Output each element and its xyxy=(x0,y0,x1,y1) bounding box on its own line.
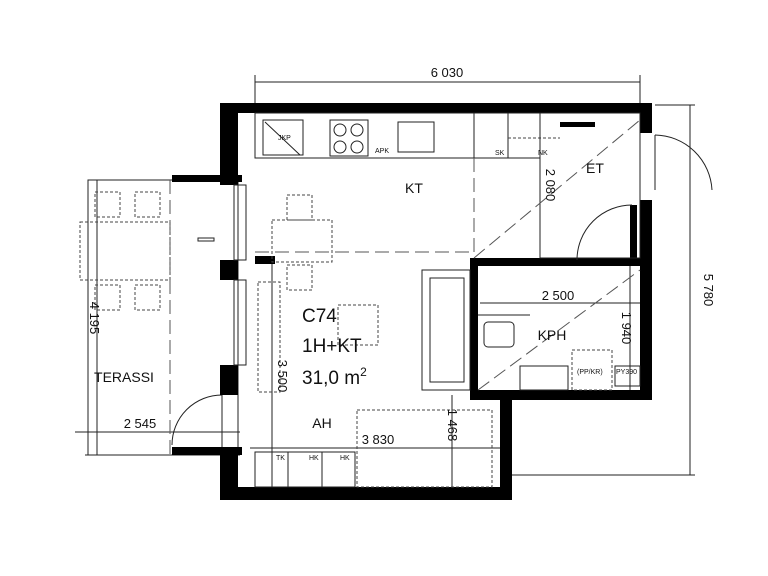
dimension-lines xyxy=(75,75,695,490)
room-label-terrace: TERASSI xyxy=(94,369,154,385)
room-label-kitchen: KT xyxy=(405,180,423,196)
kitchen-counter xyxy=(254,112,713,291)
fixture-hk-2: HK xyxy=(340,455,350,462)
dimension-living-width: 3 830 xyxy=(362,432,395,447)
dimension-terrace-width: 2 545 xyxy=(124,416,157,431)
fixture-fridge: JKP xyxy=(278,135,291,142)
dimension-entry-length: 2 080 xyxy=(543,169,558,202)
dimension-bath-depth: 1 940 xyxy=(619,312,634,345)
room-label-living: AH xyxy=(312,415,331,431)
fixture-ppkr: (PP/KR) xyxy=(577,369,603,376)
dimension-terrace-depth: 4 195 xyxy=(87,302,102,335)
walls xyxy=(172,103,652,500)
terrace xyxy=(79,179,239,456)
fixture-py: PY390 xyxy=(616,369,637,376)
dimension-bed-width: 1 468 xyxy=(445,409,460,442)
room-label-bathroom: KPH xyxy=(538,327,567,343)
apartment-type: 1H+KT xyxy=(302,336,362,357)
apartment-area: 31,0 m2 xyxy=(302,365,367,389)
fixture-hk-1: HK xyxy=(309,455,319,462)
apartment-code: C74 xyxy=(302,306,337,327)
dimension-living-depth: 3 500 xyxy=(275,360,290,393)
dimension-bath-width: 2 500 xyxy=(542,288,575,303)
fixture-tk: TK xyxy=(276,455,285,462)
dimension-total-width: 6 030 xyxy=(431,65,464,80)
living-furniture xyxy=(254,269,493,488)
dimension-total-depth: 5 780 xyxy=(701,274,716,307)
room-label-entry: ET xyxy=(586,160,604,176)
fixture-dishwasher: APK xyxy=(375,148,389,155)
fixture-sk: SK xyxy=(495,150,505,157)
bathroom-fixtures xyxy=(477,269,641,391)
fixture-nk: NK xyxy=(538,150,548,157)
